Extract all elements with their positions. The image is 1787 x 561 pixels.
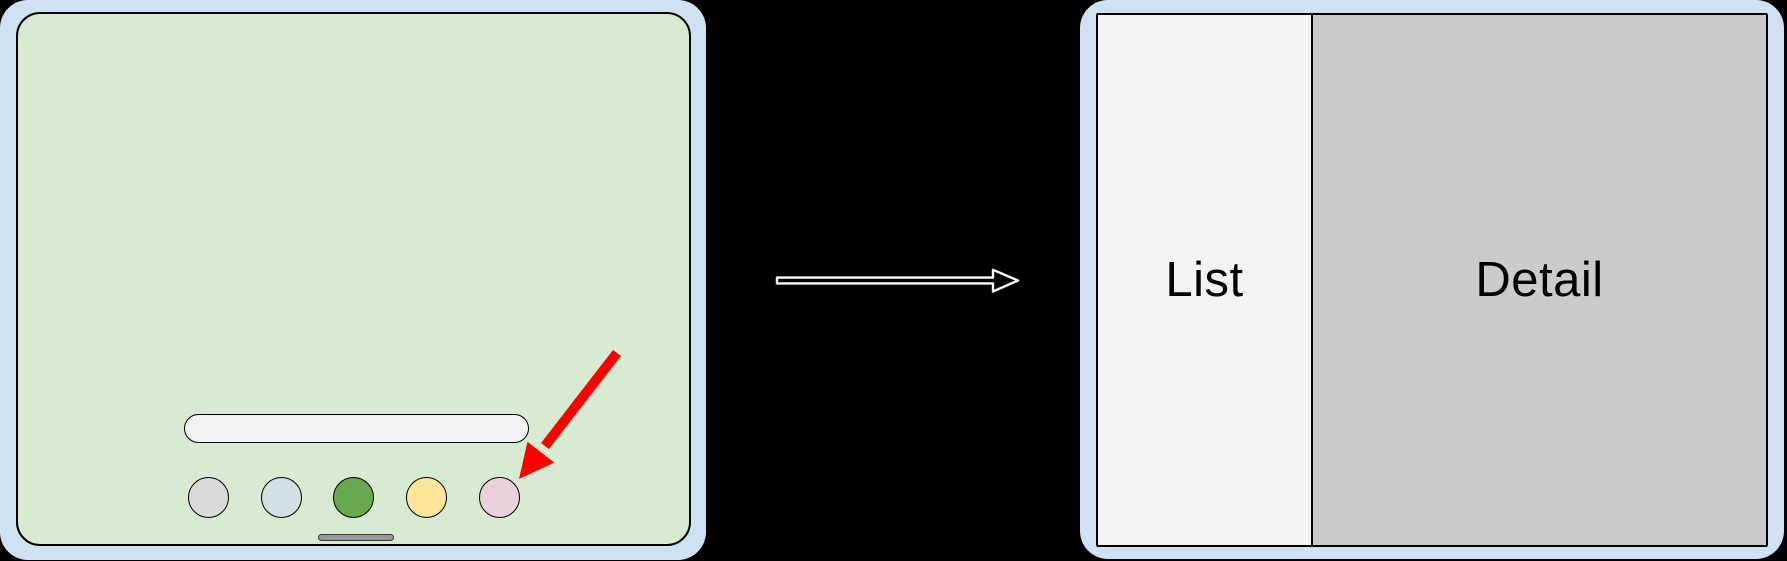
search-bar[interactable] [184,414,529,443]
list-panel: List [1098,15,1311,545]
phone-device-frame [0,0,706,560]
app-icon-3[interactable] [333,477,375,518]
detail-panel-label: Detail [1475,253,1604,307]
app-icon-5[interactable] [478,477,520,518]
phone-home-screen [16,12,691,546]
app-icon-1[interactable] [188,477,229,518]
list-panel-label: List [1165,253,1244,307]
tablet-screen: List Detail [1096,13,1768,547]
transition-arrow [775,268,1020,293]
app-icon-4[interactable] [406,477,448,518]
app-icon-2[interactable] [260,477,302,518]
tablet-device-frame: List Detail [1080,0,1784,559]
app-icon-row [188,477,520,518]
home-indicator[interactable] [318,534,394,541]
detail-panel: Detail [1311,15,1766,545]
